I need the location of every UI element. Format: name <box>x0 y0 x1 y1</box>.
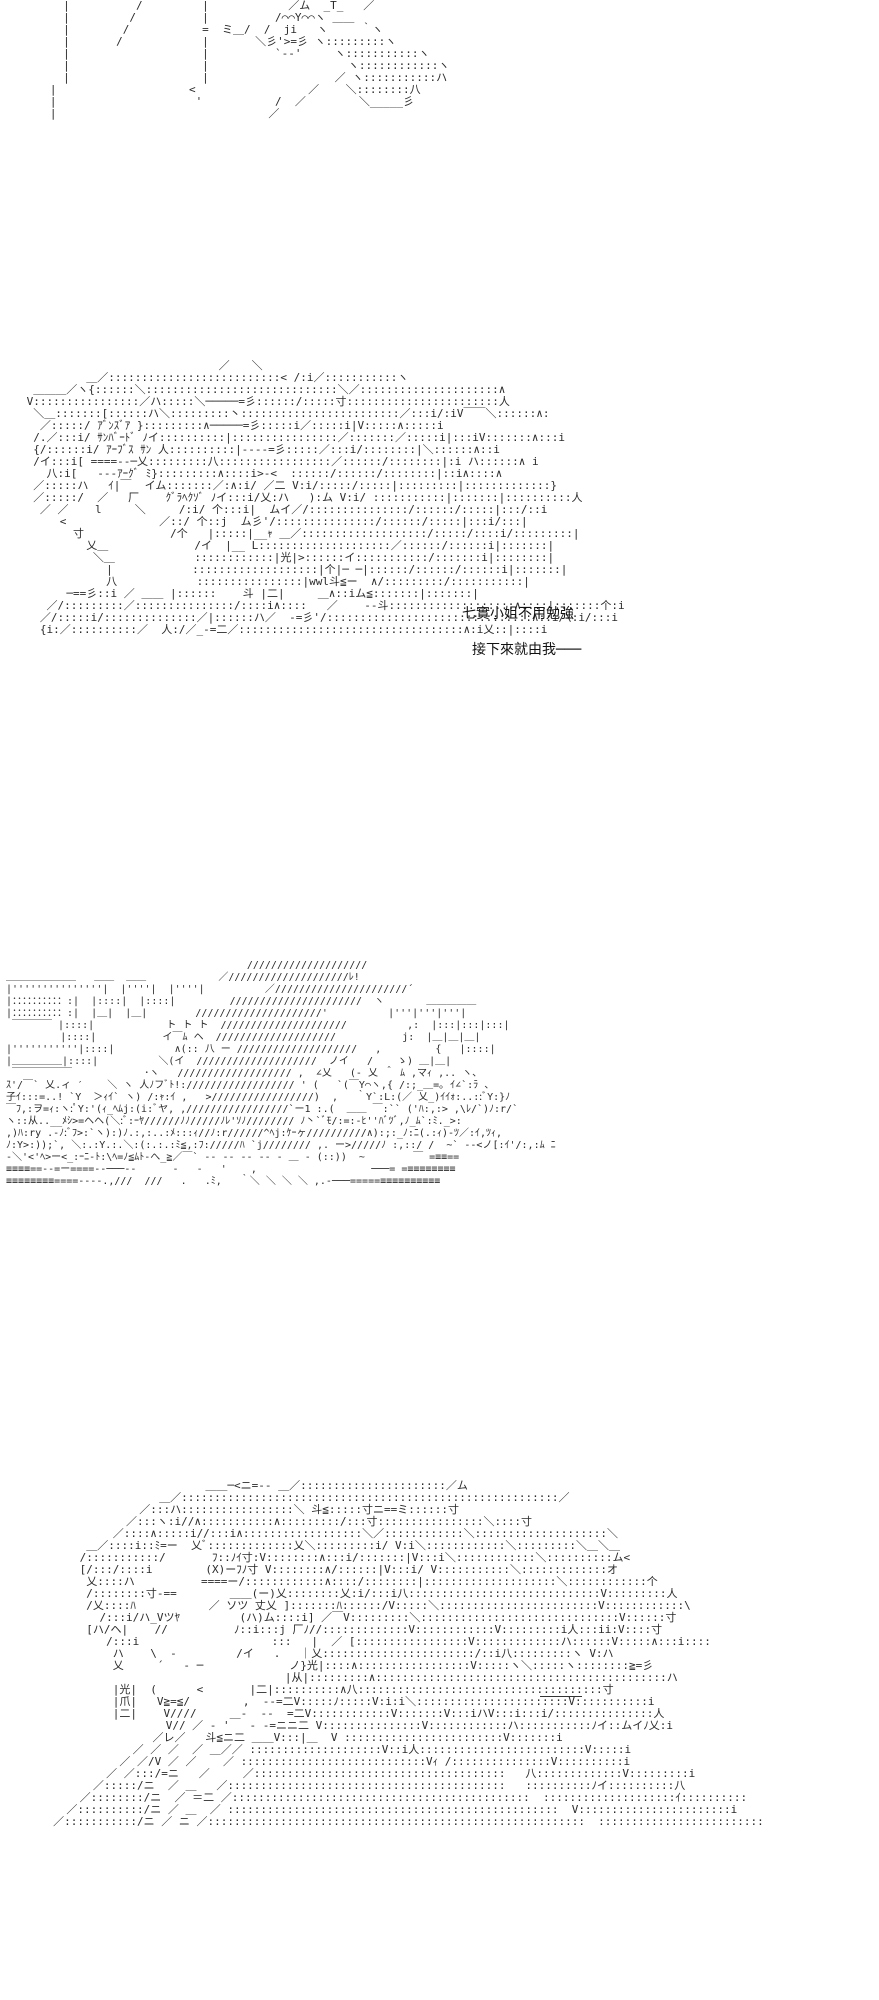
panel-2: ／￣￣＼ ＿／::::::::::::::::::::::::::< /:i／:… <box>0 360 879 780</box>
trailing-dash-line <box>540 1696 582 1697</box>
panel-1: | / | ／ム _T_ ／ | / | /⌒⌒Y⌒⌒ヽ ＿＿ | / = ミ＿… <box>0 0 879 200</box>
dialogue-caption-2: 接下來就由我─── <box>472 642 582 658</box>
ascii-art-panel-3: //////////////////// ＿＿＿＿＿＿＿ ＿＿ ＿＿ ／////… <box>6 960 556 1187</box>
panel-3: //////////////////// ＿＿＿＿＿＿＿ ＿＿ ＿＿ ／////… <box>0 960 879 1300</box>
ascii-art-panel-2: ／￣￣＼ ＿／::::::::::::::::::::::::::< /:i／:… <box>26 360 625 636</box>
panel-4: ＿＿─<ニ=-- ＿／::::::::::::::::::::::／ム ＿／::… <box>0 1480 879 2000</box>
dialogue-caption-1: 七實小姐不用勉強 <box>462 606 574 622</box>
ascii-art-panel-1: | / | ／ム _T_ ／ | / | /⌒⌒Y⌒⌒ヽ ＿＿ | / = ミ＿… <box>49 0 450 120</box>
ascii-art-panel-4: ＿＿─<ニ=-- ＿／::::::::::::::::::::::／ム ＿／::… <box>53 1480 764 1828</box>
